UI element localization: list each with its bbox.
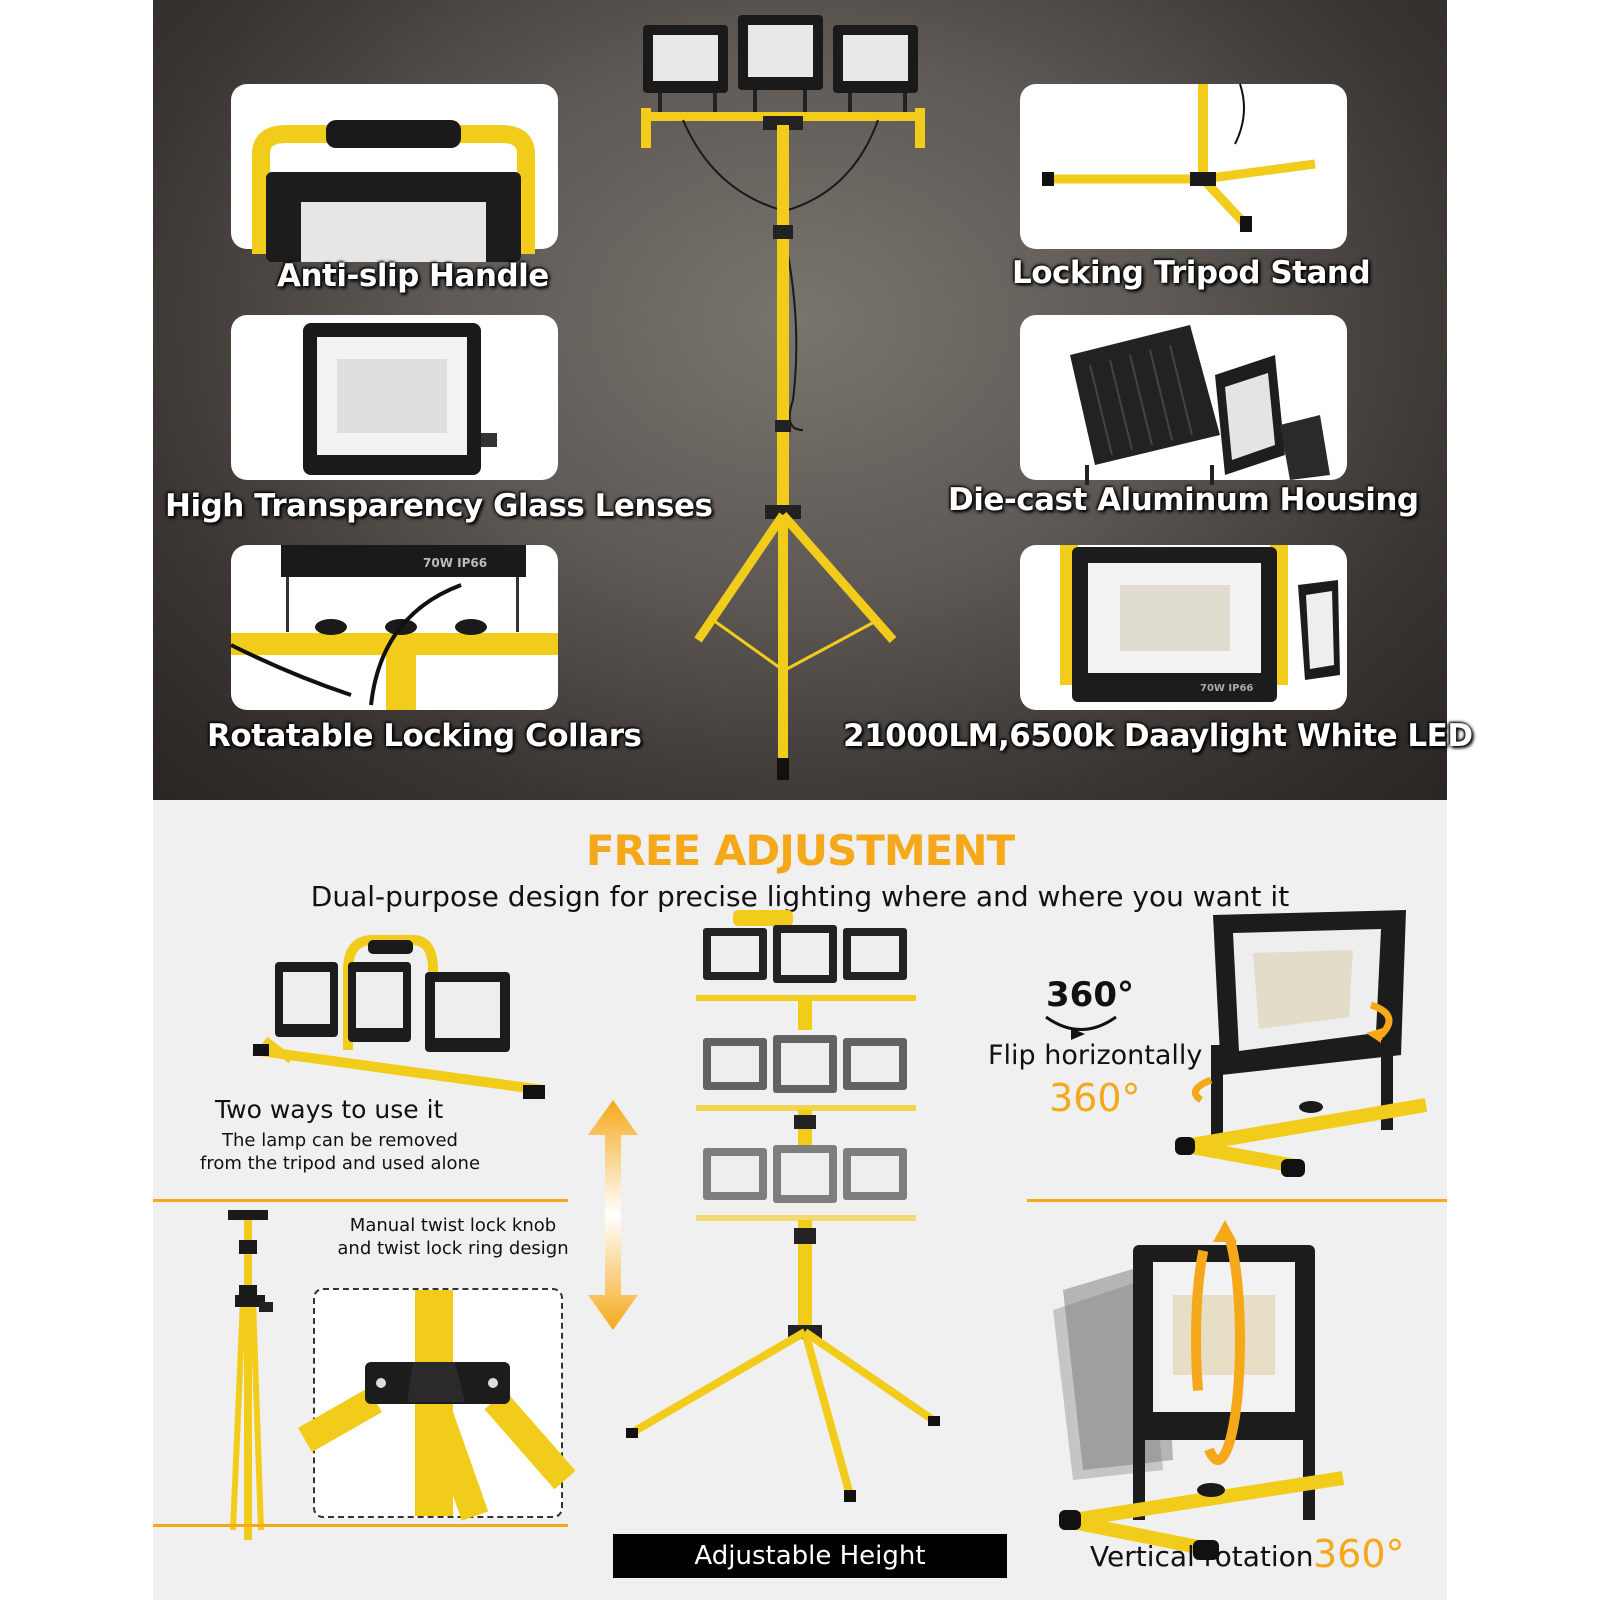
- panel-locking-collars: 70W IP66: [230, 545, 558, 710]
- folded-tripod-image: [228, 1210, 273, 1540]
- caption-glass-lenses: High Transparency Glass Lenses: [165, 488, 713, 524]
- rotate-arrow-icon: [1045, 1015, 1117, 1040]
- worklight-base-image: [252, 935, 545, 1099]
- handle-closeup-image: [252, 120, 535, 262]
- tripod-stand-image: [1042, 83, 1316, 232]
- tripod-light-illustration: [641, 15, 925, 780]
- led-product-label-text: 70W IP66: [1200, 683, 1253, 694]
- product-label-text: 70W IP66: [423, 556, 487, 570]
- rotation-360-badge: 360°: [1046, 975, 1134, 1015]
- twist-lock-closeup: [298, 1288, 576, 1521]
- two-ways-line-1: The lamp can be removed: [222, 1130, 458, 1151]
- section-subtitle: Dual-purpose design for precise lighting…: [310, 880, 1290, 913]
- flip-horizontal-lamp-image: [1175, 910, 1428, 1177]
- vertical-rotation-label: Vertical rotation: [1090, 1540, 1314, 1573]
- caption-aluminum-housing: Die-cast Aluminum Housing: [948, 482, 1419, 518]
- lamp-row-middle: [696, 1035, 916, 1111]
- panel-glass-lenses: [231, 315, 558, 480]
- feature-showcase: Anti-slip Handle High Transparency Glass…: [153, 0, 1473, 800]
- caption-tripod-stand: Locking Tripod Stand: [1012, 255, 1371, 291]
- locking-collar-image: 70W IP66: [230, 545, 558, 710]
- adjustable-height-label: Adjustable Height: [694, 1541, 926, 1571]
- daylight-led-image: 70W IP66: [1060, 545, 1340, 702]
- glass-lens-image: [303, 323, 497, 475]
- caption-anti-slip-handle: Anti-slip Handle: [277, 258, 549, 294]
- knob-line-1: Manual twist lock knob: [349, 1215, 557, 1236]
- panel-aluminum-housing: [1020, 315, 1347, 485]
- caption-locking-collars: Rotatable Locking Collars: [207, 718, 642, 754]
- panel-daylight-led: 70W IP66: [1020, 545, 1347, 710]
- panel-tripod-stand: [1020, 83, 1347, 249]
- vertical-rotation-lamp-image: [1053, 1215, 1345, 1560]
- two-ways-line-2: from the tripod and used alone: [200, 1153, 481, 1174]
- panel-anti-slip-handle: [231, 84, 558, 262]
- divider-right-top: [1027, 1199, 1447, 1202]
- section-title: FREE ADJUSTMENT: [585, 826, 1015, 875]
- lamp-row-top: [696, 910, 916, 1001]
- caption-daylight-led: 21000LM,6500k Daaylight White LED: [843, 718, 1473, 754]
- knob-line-2: and twist lock ring design: [337, 1238, 569, 1259]
- lamp-row-bottom: [696, 1145, 916, 1221]
- adjustable-height-banner: Adjustable Height: [613, 1534, 1007, 1578]
- flip-horizontally-label: Flip horizontally: [988, 1040, 1203, 1071]
- twist-lock-ring-image: [298, 1290, 576, 1521]
- divider-left-top: [153, 1199, 568, 1202]
- height-arrow-icon: [588, 1100, 638, 1330]
- free-adjustment-section: FREE ADJUSTMENT Dual-purpose design for …: [153, 800, 1447, 1600]
- flip-horizontally-value: 360°: [1049, 1076, 1141, 1120]
- divider-left-bottom: [153, 1524, 568, 1527]
- lamp-heads: [643, 15, 918, 114]
- two-ways-title: Two ways to use it: [215, 1095, 444, 1124]
- vertical-rotation-value: 360°: [1313, 1532, 1405, 1576]
- aluminum-housing-image: [1070, 325, 1330, 485]
- adjustable-height-tripod-image: [626, 910, 940, 1502]
